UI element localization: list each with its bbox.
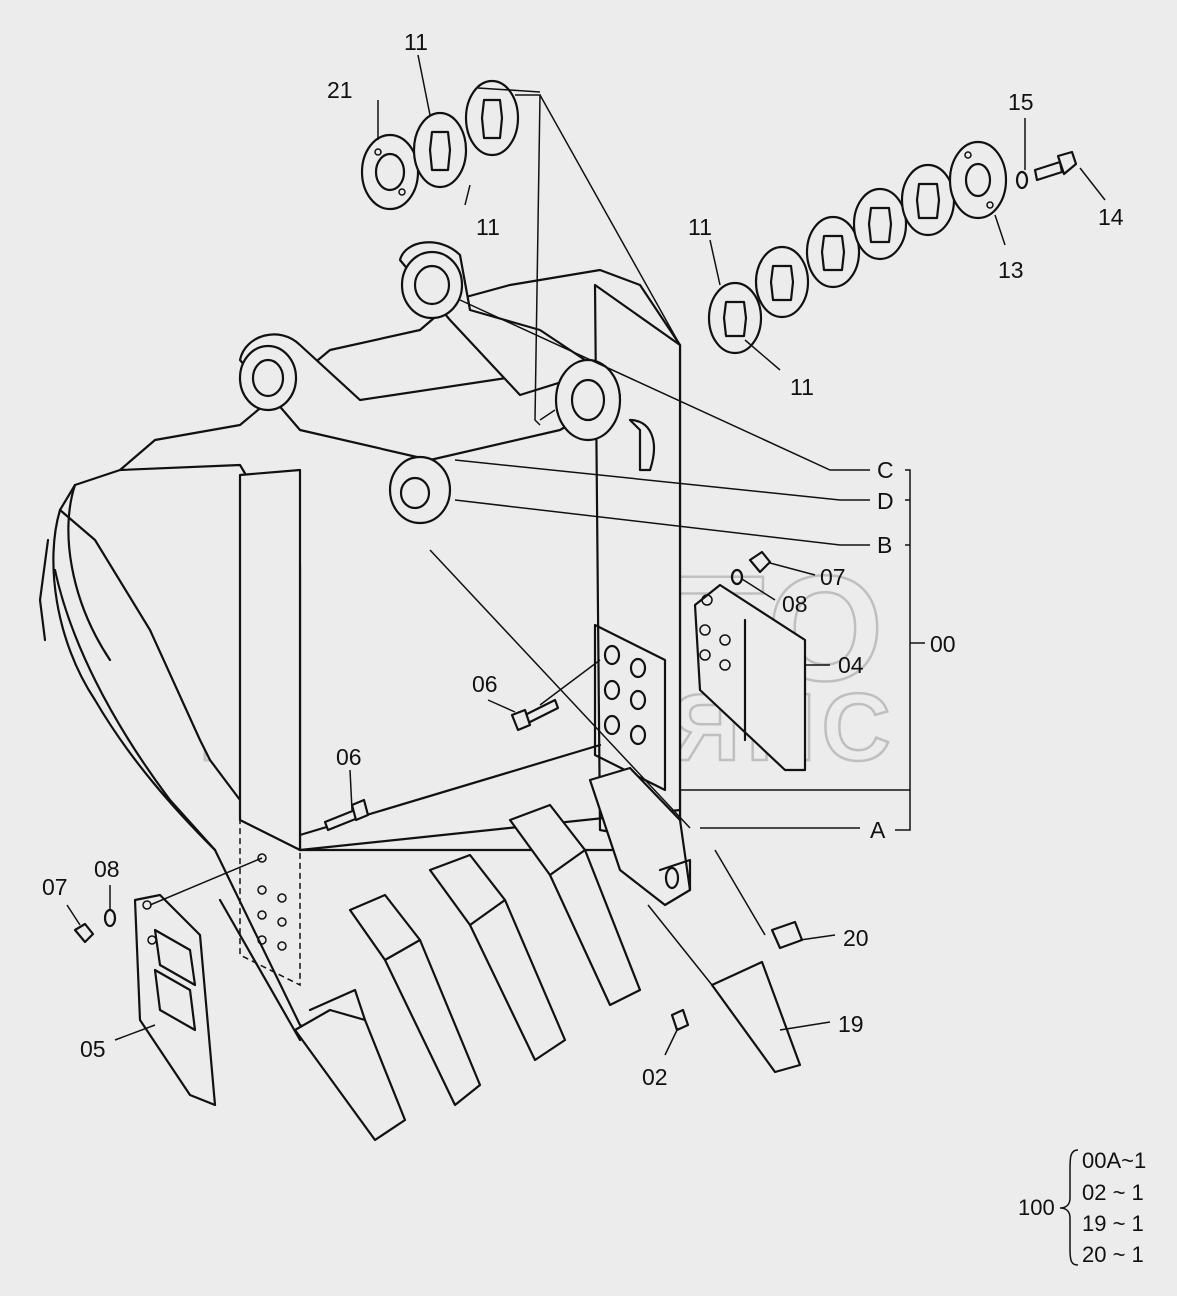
part-08-washer-left bbox=[103, 908, 117, 928]
part-14-bolt bbox=[1033, 150, 1078, 182]
tooth bbox=[428, 853, 567, 1062]
tooth bbox=[348, 893, 482, 1107]
teeth-row bbox=[293, 766, 692, 1142]
bom-row: 20 ~ 1 bbox=[1082, 1242, 1144, 1267]
part-19-tooth-point bbox=[710, 960, 802, 1074]
part-labels: 21 11 11 11 11 15 14 13 C D B A 00 07 08… bbox=[42, 29, 1124, 1090]
left-side-holes bbox=[257, 853, 287, 951]
label-02: 02 bbox=[642, 1064, 668, 1090]
label-c: C bbox=[877, 457, 894, 483]
part-02-lock bbox=[670, 1008, 690, 1032]
label-20: 20 bbox=[843, 925, 869, 951]
right-side-holes bbox=[603, 644, 647, 746]
boss-upper-right bbox=[400, 250, 464, 320]
label-00: 00 bbox=[930, 631, 956, 657]
tooth bbox=[508, 803, 642, 1007]
bom-row: 02 ~ 1 bbox=[1082, 1180, 1144, 1205]
part-11-shim-top bbox=[412, 79, 520, 189]
part-04-side-cutter bbox=[693, 583, 807, 772]
label-06: 06 bbox=[336, 744, 362, 770]
label-07: 07 bbox=[820, 564, 846, 590]
tooth-adapter bbox=[588, 766, 692, 907]
label-06: 06 bbox=[472, 671, 498, 697]
label-14: 14 bbox=[1098, 204, 1124, 230]
label-11: 11 bbox=[790, 374, 814, 400]
part-06-bolt-left bbox=[323, 798, 370, 832]
label-a: A bbox=[870, 817, 886, 843]
part-06-bolt-mid bbox=[510, 698, 560, 732]
label-d: D bbox=[877, 488, 894, 514]
bom-parent: 100 bbox=[1018, 1195, 1055, 1220]
part-15-washer bbox=[1015, 170, 1029, 190]
part-07-nut-left bbox=[73, 922, 95, 944]
part-20-pin bbox=[770, 920, 804, 950]
label-15: 15 bbox=[1008, 89, 1034, 115]
part-05-side-cutter bbox=[133, 893, 217, 1107]
part-11-shim-stack bbox=[707, 163, 956, 355]
label-21: 21 bbox=[327, 77, 353, 103]
bill-of-materials: 100 00A~1 02 ~ 1 19 ~ 1 20 ~ 1 bbox=[1018, 1148, 1146, 1267]
boss-lower bbox=[388, 455, 452, 525]
label-05: 05 bbox=[80, 1036, 106, 1062]
part-08-washer-right bbox=[730, 568, 744, 586]
bom-row: 00A~1 bbox=[1082, 1148, 1146, 1173]
label-08: 08 bbox=[782, 591, 808, 617]
part-21-boss-plate bbox=[360, 133, 420, 211]
label-11: 11 bbox=[476, 214, 500, 240]
tooth bbox=[293, 988, 407, 1142]
label-11: 11 bbox=[404, 29, 428, 55]
boss-right bbox=[554, 358, 622, 442]
part-13-plate bbox=[948, 140, 1008, 220]
label-11: 11 bbox=[688, 214, 712, 240]
leader-lines bbox=[66, 54, 1106, 1056]
label-13: 13 bbox=[998, 257, 1024, 283]
label-b: B bbox=[877, 532, 892, 558]
label-19: 19 bbox=[838, 1011, 864, 1037]
label-08: 08 bbox=[94, 856, 120, 882]
bom-row: 19 ~ 1 bbox=[1082, 1211, 1144, 1236]
label-07: 07 bbox=[42, 874, 68, 900]
boss-upper-left bbox=[238, 344, 298, 412]
part-07-nut-right bbox=[748, 550, 772, 574]
label-04: 04 bbox=[838, 652, 864, 678]
